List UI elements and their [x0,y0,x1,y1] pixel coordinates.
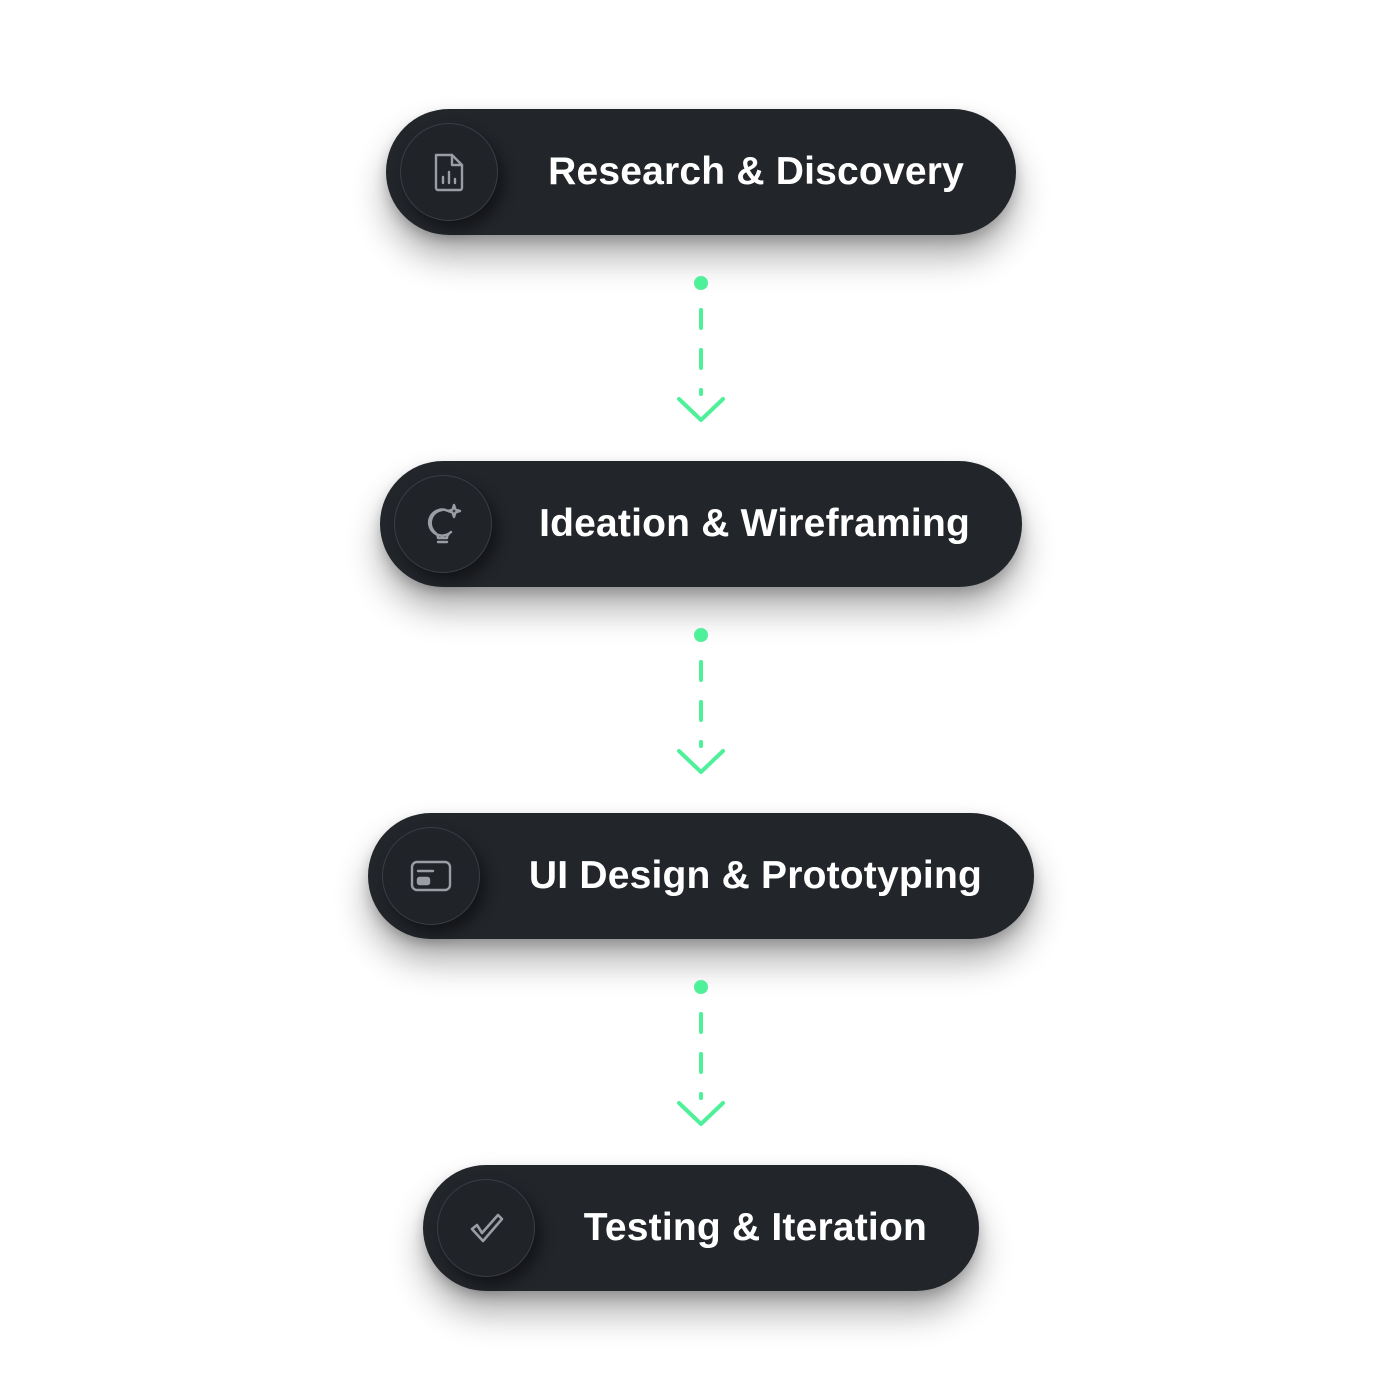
step-ideation-wireframing: Ideation & Wireframing [380,461,1022,587]
step-label: Research & Discovery [548,150,964,193]
dashed-arrow-connector [677,276,725,422]
document-chart-icon [434,153,464,192]
step-label: Testing & Iteration [583,1206,927,1249]
step-label: Ideation & Wireframing [539,502,970,545]
step-label: UI Design & Prototyping [528,854,982,897]
dashed-arrow-connector [677,628,725,774]
step-ui-design-prototyping: UI Design & Prototyping [368,813,1034,939]
step-icon-container [394,475,492,573]
lightbulb-sparkle-icon [427,503,462,544]
dashed-arrow-connector [677,980,725,1126]
step-icon-container [400,123,498,221]
step-icon-container [382,827,480,925]
step-testing-iteration: Testing & Iteration [423,1165,979,1291]
step-research-discovery: Research & Discovery [386,109,1016,235]
checkmark-icon [470,1213,504,1243]
card-layout-icon [410,860,452,892]
step-icon-container [437,1179,535,1277]
